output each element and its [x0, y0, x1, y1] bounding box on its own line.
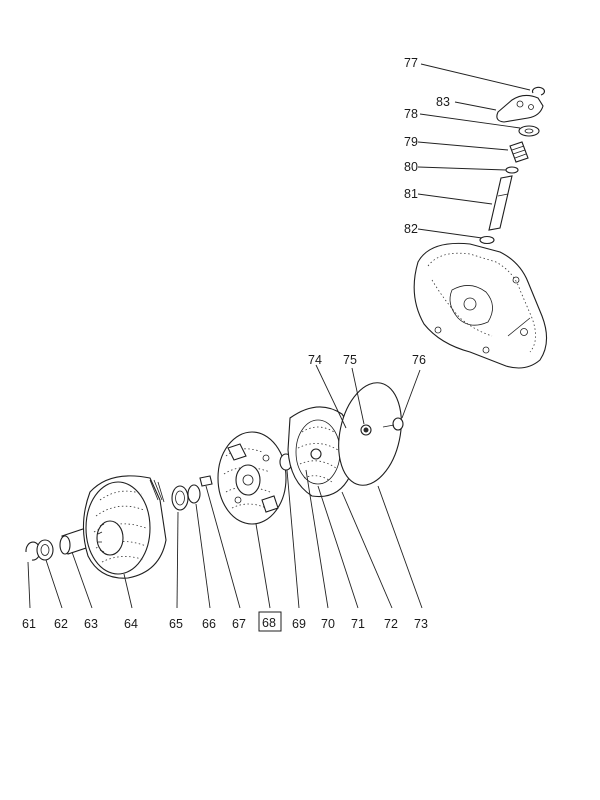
part-62-washer [36, 539, 54, 561]
part-83-lever [496, 94, 544, 123]
part-78-washer [518, 125, 540, 137]
leader-lines [27, 63, 531, 609]
part-79-bush [509, 141, 529, 163]
label-68: 68 [262, 616, 276, 630]
part-68-clutch-carrier [217, 431, 287, 525]
part-67-pin [199, 475, 213, 487]
label-62: 62 [54, 617, 68, 631]
part-75-center-bolt [360, 424, 372, 436]
part-76-adjuster-screw [382, 417, 404, 431]
part-65-circlip [171, 485, 189, 511]
part-71-pressure-plate [287, 406, 355, 498]
label-70: 70 [321, 617, 335, 631]
label-72: 72 [384, 617, 398, 631]
label-64: 64 [124, 617, 138, 631]
part-73-seal-ring [338, 382, 402, 486]
label-63: 63 [84, 617, 98, 631]
part-64-clutch-drum [82, 475, 167, 579]
part-labels: 77 83 78 79 80 81 82 74 75 76 61 62 63 6… [22, 56, 450, 632]
label-82: 82 [404, 222, 418, 236]
part-81-shaft [488, 175, 513, 231]
label-76: 76 [412, 353, 426, 367]
label-79: 79 [404, 135, 418, 149]
label-81: 81 [404, 187, 418, 201]
label-75: 75 [343, 353, 357, 367]
label-66: 66 [202, 617, 216, 631]
part-66-ring [187, 484, 201, 504]
label-65: 65 [169, 617, 183, 631]
label-80: 80 [404, 160, 418, 174]
label-78: 78 [404, 107, 418, 121]
label-73: 73 [414, 617, 428, 631]
label-67: 67 [232, 617, 246, 631]
label-77: 77 [404, 56, 418, 70]
part-77-circlip [531, 86, 545, 96]
label-68-box [258, 611, 282, 632]
part-80-oring [505, 166, 519, 174]
label-71: 71 [351, 617, 365, 631]
label-74: 74 [308, 353, 322, 367]
label-61: 61 [22, 617, 36, 631]
label-83: 83 [436, 95, 450, 109]
part-82-ring [479, 235, 495, 245]
clutch-cover-housing [413, 242, 548, 369]
label-69: 69 [292, 617, 306, 631]
